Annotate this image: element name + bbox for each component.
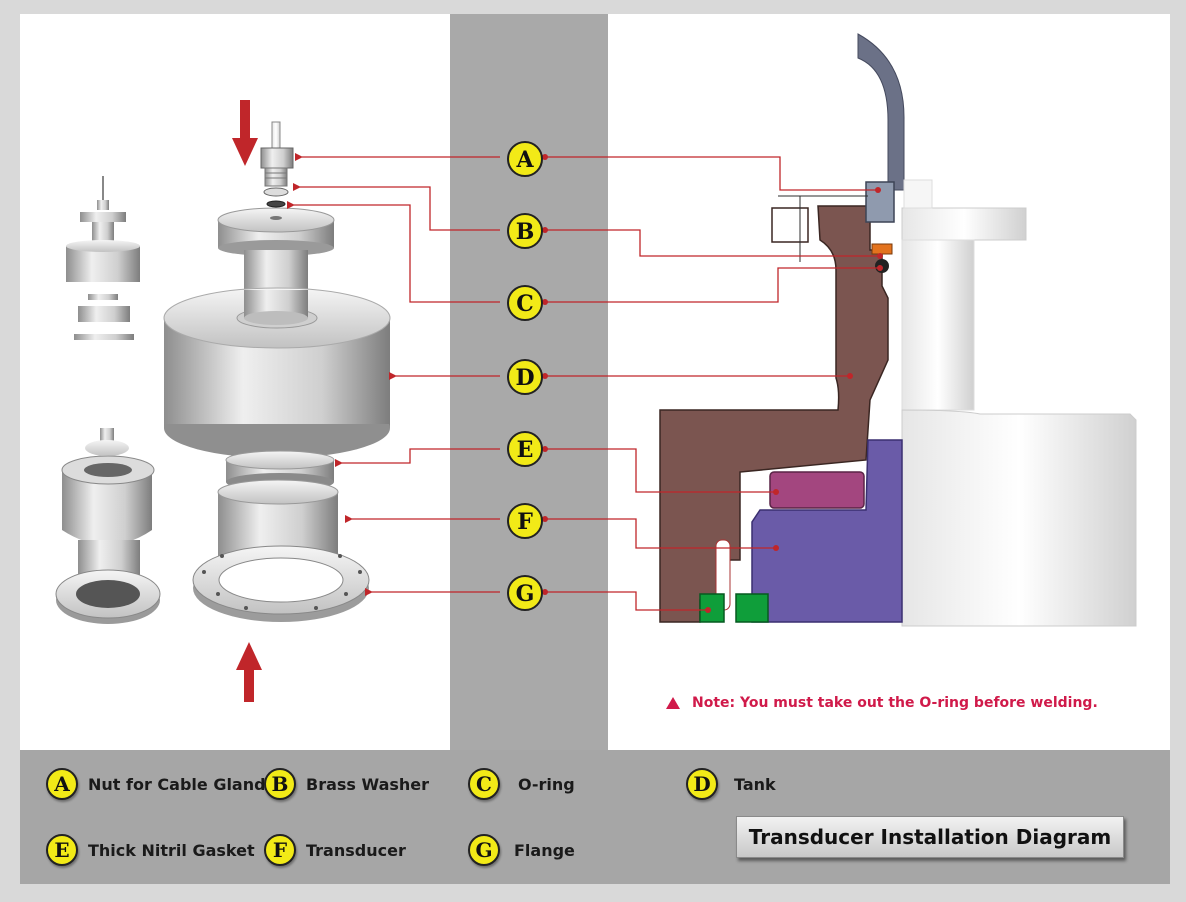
brass-washer <box>263 187 289 197</box>
tank-notch <box>771 207 809 243</box>
legend-badge: C <box>468 768 500 800</box>
assembled-view-top <box>66 176 140 340</box>
white-cylinder <box>901 179 1137 627</box>
legend-label: Thick Nitril Gasket <box>88 840 255 860</box>
legend-label: O-ring <box>518 774 575 794</box>
callout-badge-b: B <box>507 213 543 249</box>
callout-dots <box>542 154 883 613</box>
assembled-view-bottom <box>55 428 161 624</box>
top-disk <box>217 207 335 256</box>
legend-label: Flange <box>514 840 575 860</box>
push-arrow-up <box>236 642 262 702</box>
callout-lines-right <box>545 156 880 611</box>
callout-badge-g: G <box>507 575 543 611</box>
legend-item-a: A Nut for Cable Gland <box>46 768 266 800</box>
callout-lines-left <box>287 153 500 596</box>
callout-badge-a: A <box>507 141 543 177</box>
callout-letter: D <box>515 365 534 391</box>
legend-item-e: E Thick Nitril Gasket <box>46 834 255 866</box>
section-flange <box>699 593 769 623</box>
legend-item-g: G Flange <box>468 834 575 866</box>
legend-badge: D <box>686 768 718 800</box>
legend-badge: E <box>46 834 78 866</box>
main-cylinder <box>163 287 391 458</box>
warning-triangle-icon <box>666 697 680 709</box>
legend-item-f: F Transducer <box>264 834 406 866</box>
note-text: Note: You must take out the O-ring befor… <box>692 695 1098 711</box>
legend-item-d: D Tank <box>686 768 776 800</box>
legend-item-b: B Brass Washer <box>264 768 429 800</box>
diagram-title: Transducer Installation Diagram <box>736 816 1124 858</box>
cable-gland-nut <box>260 121 294 187</box>
push-arrow-down <box>232 100 258 166</box>
legend-badge: F <box>264 834 296 866</box>
callout-letter: F <box>517 509 533 535</box>
legend-label: Brass Washer <box>306 774 430 794</box>
section-transducer <box>751 439 903 623</box>
callout-badge-d: D <box>507 359 543 395</box>
o-ring <box>266 200 286 208</box>
nut-hatch <box>778 195 868 262</box>
welding-note: Note: You must take out the O-ring befor… <box>666 695 1098 711</box>
section-gasket <box>769 471 865 509</box>
callout-letter: C <box>516 291 534 317</box>
legend-label: Transducer <box>306 840 406 860</box>
tank-section <box>659 205 889 623</box>
callout-badge-c: C <box>507 285 543 321</box>
legend-label: Nut for Cable Gland <box>88 774 266 794</box>
legend-badge: B <box>264 768 296 800</box>
legend-item-c: C O-ring <box>468 768 575 800</box>
callout-badge-e: E <box>507 431 543 467</box>
callout-badge-f: F <box>507 503 543 539</box>
callout-letter: E <box>517 437 534 463</box>
section-washer <box>871 243 893 255</box>
callout-letter: A <box>515 147 534 173</box>
callout-letter: B <box>516 219 535 245</box>
callout-letter: G <box>516 581 535 607</box>
bottom-flange <box>192 545 370 622</box>
legend-label: Tank <box>734 774 776 794</box>
legend-badge: A <box>46 768 78 800</box>
legend-badge: G <box>468 834 500 866</box>
